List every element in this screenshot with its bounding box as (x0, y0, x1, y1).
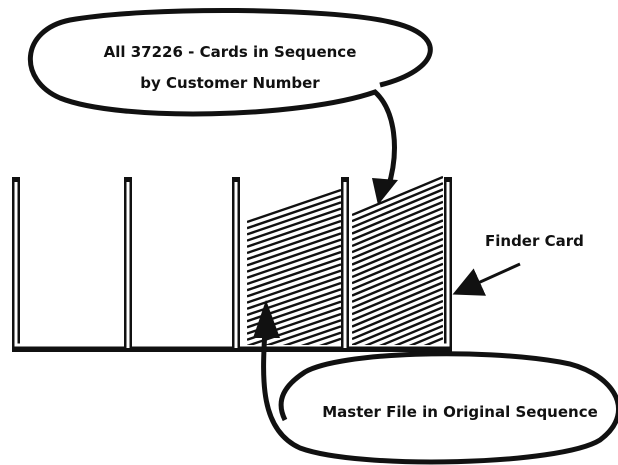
finder-card-annotation: Finder Card (452, 232, 584, 296)
card-edge-line (352, 188, 443, 229)
file-tray (12, 177, 452, 352)
card-edge-line (264, 319, 342, 345)
top-callout-line1: All 37226 - Cards in Sequence (104, 43, 357, 61)
card-edge-line (352, 200, 443, 241)
card-edge-line (352, 206, 443, 248)
bottom-callout-bubble (261, 329, 618, 465)
card-stack-right (352, 175, 443, 345)
card-edge-line (408, 330, 443, 345)
card-edge-line (352, 287, 443, 328)
card-edge-line (352, 225, 443, 266)
card-edge-line (247, 195, 342, 230)
top-callout-bubble (27, 7, 433, 189)
card-edge-line (352, 250, 443, 291)
card-edge-line (352, 306, 443, 345)
card-edge-line (247, 263, 342, 298)
card-edge-line (247, 188, 342, 224)
bottom-callout-text: Master File in Original Sequence (322, 403, 598, 421)
card-edge-line (247, 226, 342, 261)
card-edge-line (352, 275, 443, 316)
card-edge-line (423, 337, 443, 345)
card-edge-line (300, 331, 342, 345)
card-edge-line (247, 257, 342, 292)
card-lines-left (247, 188, 342, 345)
divider-2-inner (234, 182, 238, 348)
top-callout-arrowhead (372, 178, 398, 205)
card-edge-line (352, 244, 443, 285)
divider-3-inner (343, 182, 347, 348)
card-edge-line (352, 213, 443, 254)
finder-card-label: Finder Card (485, 232, 584, 250)
card-edge-line (352, 175, 443, 217)
card-edge-line (247, 250, 342, 286)
card-edge-line (393, 324, 443, 345)
card-edge-line (352, 293, 443, 334)
card-stack-left (247, 188, 342, 345)
card-edge-line (319, 337, 342, 345)
card-edge-line (352, 182, 443, 223)
card-edge-line (247, 238, 342, 273)
card-edge-line (352, 262, 443, 303)
divider-1-inner (126, 182, 130, 348)
card-edge-line (282, 325, 342, 345)
card-edge-line (352, 256, 443, 297)
top-callout-line2: by Customer Number (140, 74, 320, 92)
card-edge-line (364, 312, 443, 345)
card-edge-line (247, 213, 342, 248)
top-callout: All 37226 - Cards in Sequence by Custome… (27, 7, 433, 205)
card-edge-line (379, 318, 443, 345)
card-edge-line (352, 281, 443, 322)
finder-card-arrow (452, 262, 521, 296)
card-edge-line (247, 275, 342, 310)
card-edge-line (352, 219, 443, 260)
card-edge-line (352, 268, 443, 310)
card-edge-line (352, 237, 443, 279)
bottom-callout-arrowhead (253, 300, 280, 338)
card-edge-line (247, 207, 342, 242)
card-lines-right (352, 175, 443, 345)
bottom-callout: Master File in Original Sequence (253, 300, 618, 465)
card-edge-line (352, 299, 443, 341)
card-edge-line (247, 281, 342, 317)
card-edge-line (247, 201, 342, 236)
card-edge-line (247, 244, 342, 279)
card-edge-line (352, 194, 443, 235)
card-edge-line (352, 231, 443, 272)
card-edge-line (247, 219, 342, 255)
card-edge-line (247, 269, 342, 304)
card-edge-line (247, 232, 342, 267)
